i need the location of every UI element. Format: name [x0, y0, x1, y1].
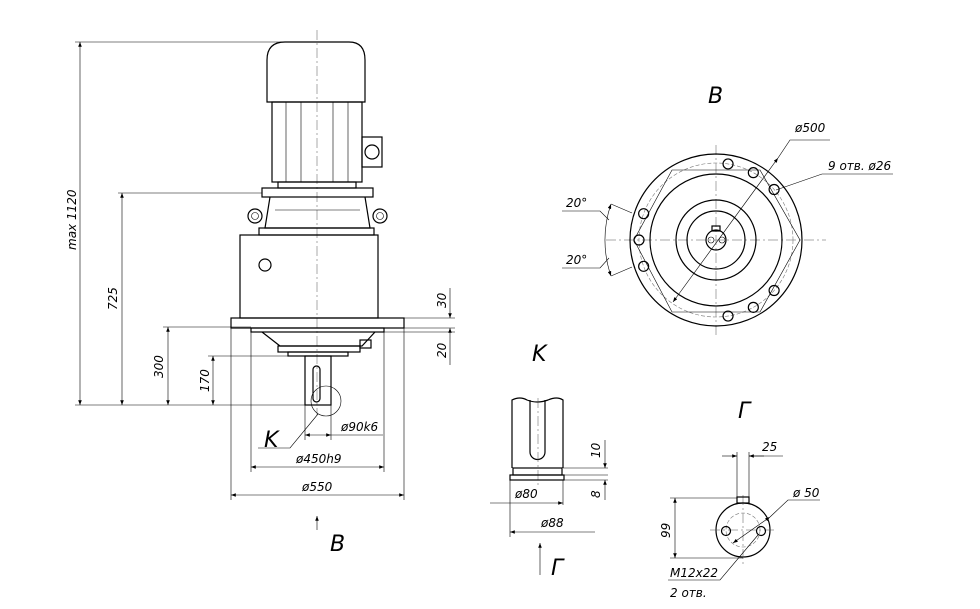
dim-spigot-diameter: ø450h9: [295, 452, 342, 466]
bolt-hole: [638, 260, 650, 272]
detail-callout-k: K: [264, 428, 280, 453]
lifting-eye-icon: [372, 208, 388, 224]
motor-fins: [285, 102, 349, 182]
dim-angle-top: 20°: [566, 196, 587, 210]
dim-angle-bottom: 20°: [566, 253, 587, 267]
view-k: K 10 8 ø80 ø88 Г: [490, 342, 608, 581]
dim-inner-diameter: ø80: [514, 487, 538, 501]
main-view: max 1120 725 300 170 30 20 ø90k6 ø450h9 …: [65, 30, 455, 557]
dim-groove: 10: [589, 442, 603, 458]
dim-key-width: 25: [762, 440, 777, 454]
dim-overall-height: max 1120: [65, 189, 79, 250]
view-arrow-g-label: Г: [551, 556, 565, 581]
output-shaft: [304, 355, 332, 406]
dim-holes: 9 отв. ø26: [828, 159, 891, 173]
dim-plate-thickness: 30: [435, 292, 449, 308]
base-plate: [230, 317, 405, 329]
bolt-hole: [747, 301, 759, 313]
dim-height-99: 99: [659, 523, 673, 538]
motor-flange: [261, 187, 374, 198]
motor-fan-cover: [266, 41, 366, 103]
bolt-hole: [638, 208, 650, 220]
view-arrow-b-label: B: [330, 532, 345, 557]
bolt-hole: [633, 234, 645, 246]
dim-thread: M12x22: [670, 566, 718, 580]
dim-thread-count: 2 отв.: [670, 586, 707, 600]
bolt-hole: [747, 167, 759, 179]
dim-outer-diameter: ø88: [540, 516, 564, 530]
view-g-title: Г: [738, 399, 752, 424]
dim-hole-circle: ø 50: [792, 486, 820, 500]
gearbox-housing: [239, 234, 379, 319]
dim-bolt-circle: ø500: [794, 121, 826, 135]
view-b: B ø500 9 отв. ø26 20° 20°: [562, 84, 893, 335]
dim-shaft-length: 170: [198, 369, 212, 392]
bolt-hole: [722, 310, 734, 322]
dim-plate-diameter: ø550: [301, 480, 333, 494]
dim-shaft-diameter: ø90k6: [340, 420, 379, 434]
lifting-eye-icon: [247, 208, 263, 224]
view-k-title: K: [532, 342, 548, 367]
terminal-box: [361, 136, 383, 168]
dim-base-height: 300: [152, 355, 166, 378]
view-g: Г 25 99 ø 50 M12x22 2 отв.: [659, 399, 820, 600]
dim-spigot-height: 20: [435, 342, 449, 358]
view-b-title: B: [708, 84, 723, 109]
dim-flange-height: 725: [106, 287, 120, 310]
dim-collar: 8: [589, 490, 603, 498]
